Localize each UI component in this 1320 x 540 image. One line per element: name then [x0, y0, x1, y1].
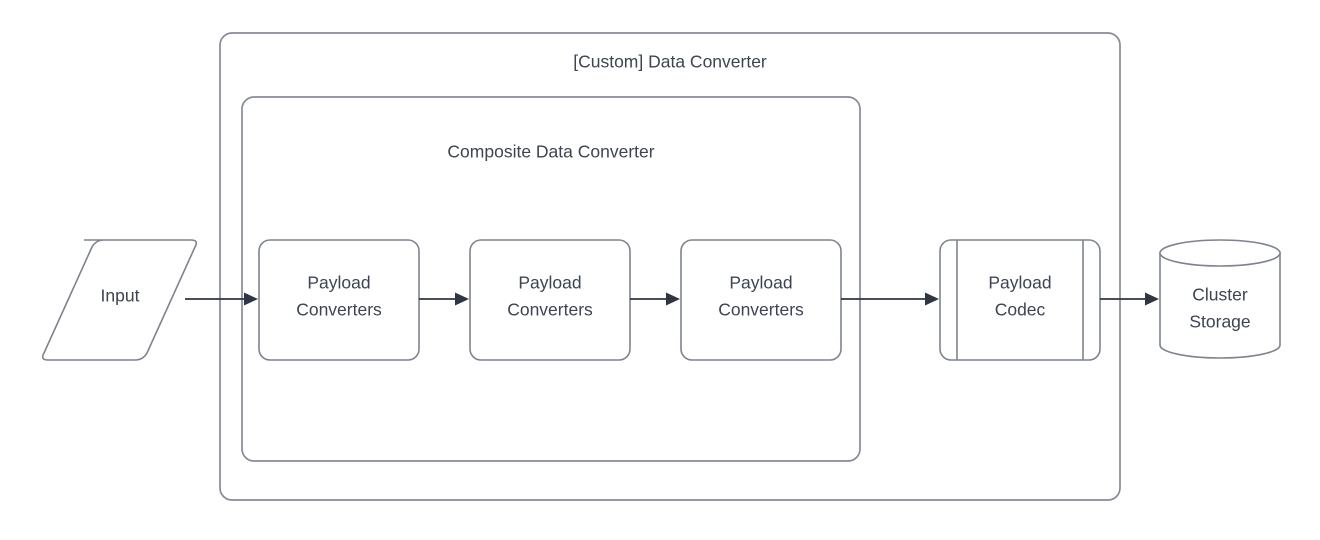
payload-converters-1-box [258, 239, 420, 361]
composite-data-converter-border [241, 96, 861, 462]
cluster-storage-top-ellipse [1159, 239, 1281, 267]
cluster-storage-label-line1: Cluster [1192, 285, 1248, 305]
edge-codec-to-storage [1100, 292, 1159, 306]
payload-converters-2-box [469, 239, 631, 361]
node-payload-converters-1[interactable]: Payload Converters [258, 239, 420, 361]
edge-converter-1-to-converter-2 [419, 292, 469, 306]
payload-codec-box [939, 239, 1101, 361]
edge-input-to-converter-1-arrowhead [244, 292, 258, 306]
payload-converters-3-label-line1: Payload [729, 273, 792, 293]
cluster-storage-body [1159, 252, 1281, 359]
payload-converters-2-label-line1: Payload [518, 273, 581, 293]
container-custom-data-converter[interactable]: [Custom] Data Converter [219, 32, 1121, 501]
payload-converters-1-label-line2: Converters [296, 300, 382, 320]
payload-converters-2-label-line2: Converters [507, 300, 593, 320]
payload-converters-3-box [680, 239, 842, 361]
container-composite-data-converter[interactable]: Composite Data Converter [241, 96, 861, 462]
edge-codec-to-storage-arrowhead [1145, 292, 1159, 306]
node-payload-converters-3[interactable]: Payload Converters [680, 239, 842, 361]
node-payload-codec[interactable]: Payload Codec [939, 239, 1101, 361]
custom-data-converter-border [219, 32, 1121, 501]
payload-codec-label-line2: Codec [995, 300, 1046, 320]
input-parallelogram [41, 239, 198, 361]
payload-converters-3-label-line2: Converters [718, 300, 804, 320]
payload-codec-label-line1: Payload [988, 273, 1051, 293]
edge-converter-2-to-converter-3-arrowhead [666, 292, 680, 306]
custom-data-converter-title: [Custom] Data Converter [573, 52, 767, 72]
node-payload-converters-2[interactable]: Payload Converters [469, 239, 631, 361]
node-cluster-storage[interactable]: Cluster Storage [1159, 239, 1281, 359]
edge-converter-3-to-codec-arrowhead [925, 292, 939, 306]
payload-converters-1-label-line1: Payload [307, 273, 370, 293]
edge-converter-2-to-converter-3 [630, 292, 680, 306]
cluster-storage-label-line2: Storage [1189, 312, 1250, 332]
edge-converter-1-to-converter-2-arrowhead [455, 292, 469, 306]
edge-input-to-converter-1 [185, 292, 258, 306]
edge-converter-3-to-codec [841, 292, 939, 306]
node-input[interactable]: Input [41, 239, 198, 361]
input-label: Input [101, 286, 140, 306]
composite-data-converter-title: Composite Data Converter [447, 142, 654, 162]
